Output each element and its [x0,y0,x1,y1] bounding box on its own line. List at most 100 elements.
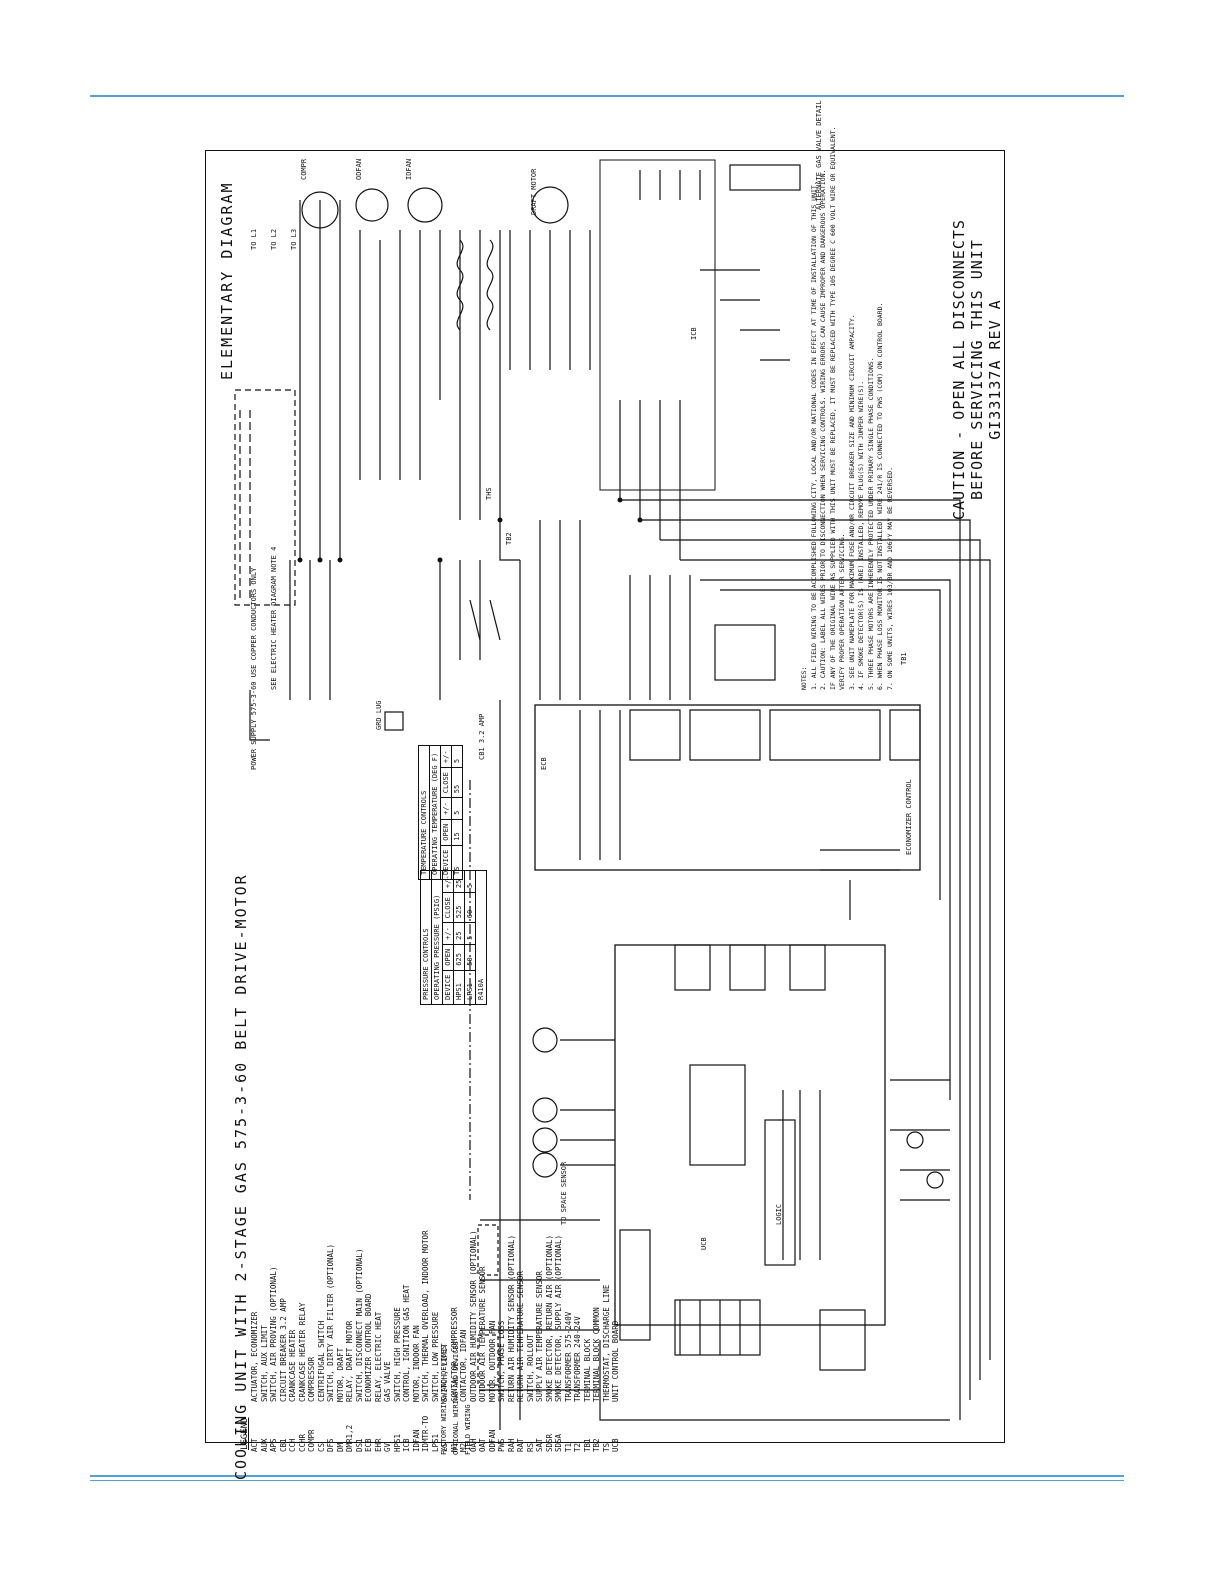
icb-block [599,159,716,491]
notes-heading: NOTES: [800,666,808,690]
legend-desc: SWITCH, PHASE LOSS [497,1320,506,1402]
legend-desc: OUTDOOR AIR TEMPERATURE SENSOR [478,1266,487,1402]
wiring-legend-field: FIELD WIRING [464,1404,472,1455]
compr-label: COMPR [300,158,308,180]
to-l3-label: TO L3 [290,228,298,250]
legend-abbr: AUX [259,1438,269,1452]
legend-row: T1TRANSFORMER 575-240V [564,1230,574,1452]
legend-abbr: ACT [250,1438,259,1452]
ucb-board [614,944,886,1326]
wiring-legend-optional: OPTIONAL WIRING AND DEVICES [452,1341,460,1455]
cb1-label: CB1 3.2 AMP [478,713,486,760]
legend-desc: ECONOMIZER CONTROL BOARD [364,1293,373,1402]
legend-desc: SWITCH, DIRTY AIR FILTER (OPTIONAL) [326,1243,335,1402]
compr-motor-circle [301,191,339,229]
legend-abbr: TB2 [592,1438,601,1452]
temp-col: CLOSE [440,767,452,798]
legend-row: ECB ECONOMIZER CONTROL BOARD [364,1230,374,1452]
legend-abbr: SDSA [554,1433,563,1452]
legend-desc: RETURN AIR HUMIDITY SENSOR (OPTIONAL) [506,1234,516,1402]
elementary-diagram-title: ELEMENTARY DIAGRAM [218,181,236,380]
doc-number: GI33137A REV A [986,299,1004,440]
legend-abbr: CB1 [278,1438,288,1452]
pressure-col: DEVICE [442,970,454,1005]
legend-row: SDSRSMOKE DETECTOR, RETURN AIR (OPTIONAL… [545,1230,555,1452]
legend-abbr: UCB [611,1438,620,1452]
ground-lug-label: GRD LUG [375,700,383,730]
legend-desc: THERMOSTAT, DISCHARGE LINE [601,1284,611,1402]
ecb-board [534,704,921,871]
legend-row: DMMOTOR, DRAFT [336,1230,346,1452]
legend-abbr: HPS1 [392,1433,402,1452]
footer-rule [90,1475,1124,1477]
legend-desc: MOTOR, OUTDOOR FAN [487,1320,497,1402]
legend-desc: CRANKCASE HEATER RELAY [297,1302,307,1402]
legend-desc: SWITCH, AUX LIMIT [259,1325,269,1402]
note-3: 3. SEE UNIT NAMEPLATE FOR MAXIMUM FUSE A… [847,314,856,690]
pressure-col: +/- [442,922,454,945]
legend-desc: SMOKE DETECTOR, SUPPLY AIR (OPTIONAL) [554,1234,563,1402]
pressure-col: CLOSE [442,892,454,923]
legend-row: TB2 TERMINAL BLOCK COMMON [592,1230,602,1452]
table-cell: LPS1 [464,970,476,1005]
wiring-legend-factory: FACTORY WIRING AND DEVICES [440,1345,448,1455]
icb-label: ICB [690,327,698,340]
table-cell: 55 [451,767,463,798]
to-space-sensor-label: TO SPACE SENSOR [560,1161,568,1225]
legend-row: CSCENTRIFUGAL SWITCH [317,1230,327,1452]
legend-row: HPS1SWITCH, HIGH PRESSURE [393,1230,403,1452]
legend-row: GVGAS VALVE [383,1230,393,1452]
legend-abbr: DS1 [354,1438,364,1452]
legend-desc: TRANSFORMER 240-24V [573,1316,582,1402]
legend-desc: TERMINAL BLOCK [582,1338,592,1402]
legend-abbr: EHR [373,1438,383,1452]
pressure-table-heading: PRESSURE CONTROLS [420,870,432,1005]
legend-abbr: CCH [288,1438,297,1452]
table-cell: 25 [453,922,465,945]
temp-col: +/- [440,797,452,820]
legend-desc: TERMINAL BLOCK COMMON [592,1307,601,1402]
legend-row: RATRETURN AIR TEMPERATURE SENSOR [516,1230,526,1452]
table-cell: 60 [464,892,476,923]
legend-row: COMPRCOMPRESSOR [307,1230,317,1452]
legend-row: DS1SWITCH, DISCONNECT MAIN (OPTIONAL) [355,1230,365,1452]
legend-desc: GAS VALVE [383,1361,392,1402]
legend-abbr: ECB [364,1438,373,1452]
legend-abbr: RAT [516,1438,525,1452]
legend-abbr: T2 [573,1442,582,1452]
power-supply-label: POWER SUPPLY 575-3-60 USE COPPER CONDUCT… [250,567,258,770]
legend-abbr: COMPR [307,1429,316,1452]
idfan-motor-circle [407,187,443,223]
legend-abbr: RAH [506,1438,516,1452]
note-2: 2. CAUTION: LABEL ALL WIRES PRIOR TO DIS… [819,169,827,690]
temp-col: +/- [440,745,452,768]
temp-col: DEVICE [440,845,452,880]
pressure-col: OPEN [442,944,454,971]
diagram-frame [205,150,1005,1443]
legend-desc: MOTOR, INDOOR FAN [411,1325,421,1402]
legend-list: ACT ACTUATOR, ECONOMIZER AUX SWITCH, AUX LI… [250,1230,621,1452]
legend-desc: CONTACTOR, IDFAN [459,1329,468,1402]
legend-abbr: DM [335,1442,345,1452]
legend-desc: ACTUATOR, ECONOMIZER [250,1311,259,1402]
header-rule [90,95,1124,97]
note-1: 1. ALL FIELD WIRING TO BE ACCOMPLISHED F… [809,181,818,690]
legend-abbr: SAT [535,1438,544,1452]
refrigerant-label: R410A [475,870,487,1005]
legend-desc: SUPPLY AIR TEMPERATURE SENSOR [535,1271,544,1402]
legend-desc: CIRCUIT BREAKER 3.2 AMP [278,1298,288,1402]
legend-row: SAT SUPPLY AIR TEMPERATURE SENSOR [535,1230,545,1452]
note-2c: VERIFY PROPER OPERATION AFTER SERVICING. [838,533,846,690]
to-l1-label: TO L1 [250,228,258,250]
ucb-inner-block [689,1064,746,1166]
legend-row: CB1 CIRCUIT BREAKER 3.2 AMP [279,1230,289,1452]
temp-table-sub: OPERATING TEMPERATURE (DEG F) [429,745,441,880]
legend-desc: OUTDOOR AIR HUMIDITY SENSOR (OPTIONAL) [468,1230,478,1402]
legend-abbr: PWS [497,1438,506,1452]
table-cell: 5 [451,797,463,820]
legend-desc: RELAY, DRAFT MOTOR [345,1320,354,1402]
pressure-controls-table: PRESSURE CONTROLS OPERATING PRESSURE (PS… [420,870,487,1005]
legend-abbr: IDMTR-TO [421,1415,430,1452]
legend-desc: SWITCH, ROLLOUT [525,1334,535,1402]
